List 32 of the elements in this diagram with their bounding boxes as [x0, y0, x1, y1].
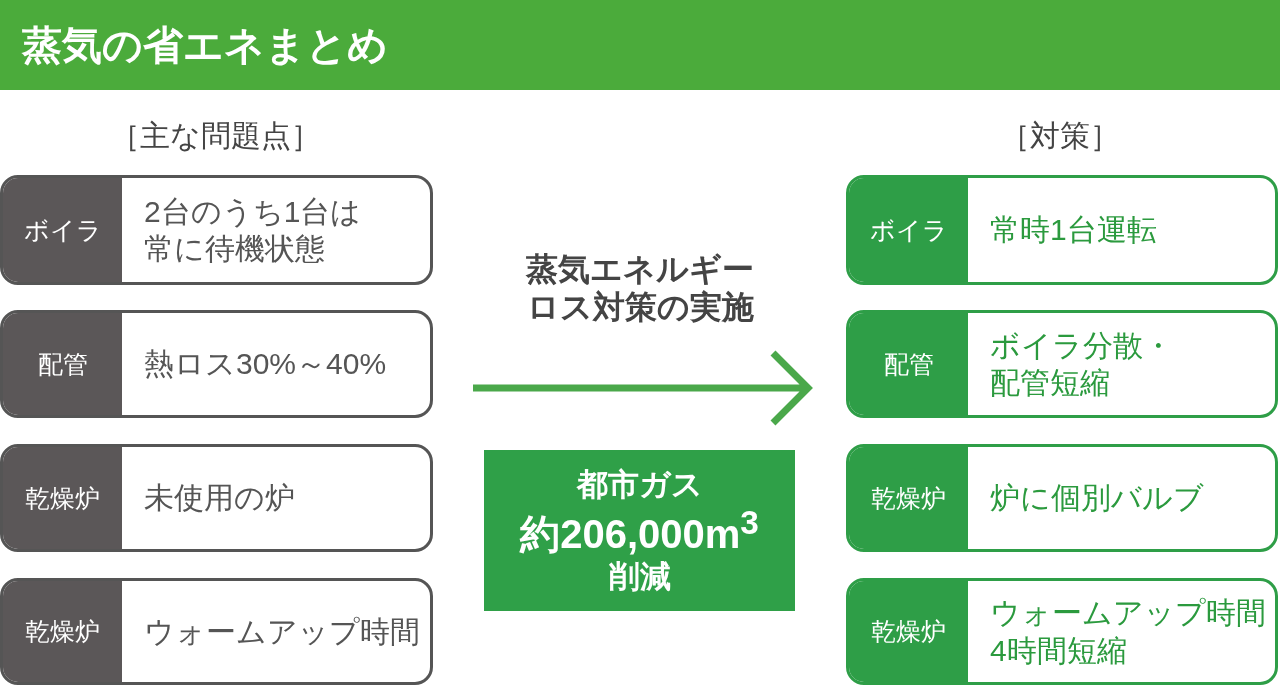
category-tab: ボイラ [3, 178, 122, 282]
category-tab: 乾燥炉 [849, 447, 968, 549]
category-tab: 配管 [849, 313, 968, 415]
measure-card [846, 310, 1278, 418]
reduction-label: 削減 [608, 558, 671, 596]
measure-card [846, 578, 1278, 685]
arrow-caption: 蒸気エネルギーロス対策の実施 [524, 250, 755, 327]
measure-text: 炉に個別バルブ [990, 480, 1204, 517]
measure-card [846, 175, 1278, 285]
gas-label: 都市ガス [576, 465, 703, 503]
measure-text: ウォームアップ時間4時間短縮 [990, 595, 1267, 669]
category-tab: ボイラ [849, 178, 968, 282]
problem-text: 2台のうち1台は常に待機状態 [144, 193, 363, 267]
measure-text: 常時1台運転 [990, 212, 1157, 249]
column-heading: ［対策］ [1000, 118, 1120, 154]
category-tab: 乾燥炉 [3, 581, 122, 682]
problem-text: ウォームアップ時間 [144, 613, 420, 650]
measure-card [846, 444, 1278, 552]
reduction-amount: 約206,000m$^{3}$ [520, 502, 759, 559]
measure-text: ボイラ分散・配管短縮 [990, 327, 1174, 401]
problem-text: 熱ロス30%～40% [144, 346, 387, 383]
problem-card [0, 175, 433, 285]
category-tab: 配管 [3, 313, 122, 415]
category-tab: 乾燥炉 [3, 447, 122, 549]
result-box [484, 450, 795, 611]
problem-text: 未使用の炉 [144, 480, 295, 517]
problem-card [0, 578, 433, 685]
problem-card [0, 444, 433, 552]
problem-card [0, 310, 433, 418]
column-heading: ［主な問題点］ [109, 118, 321, 154]
title-bar: 蒸気の省エネまとめ [0, 0, 1280, 90]
category-tab: 乾燥炉 [849, 581, 968, 682]
